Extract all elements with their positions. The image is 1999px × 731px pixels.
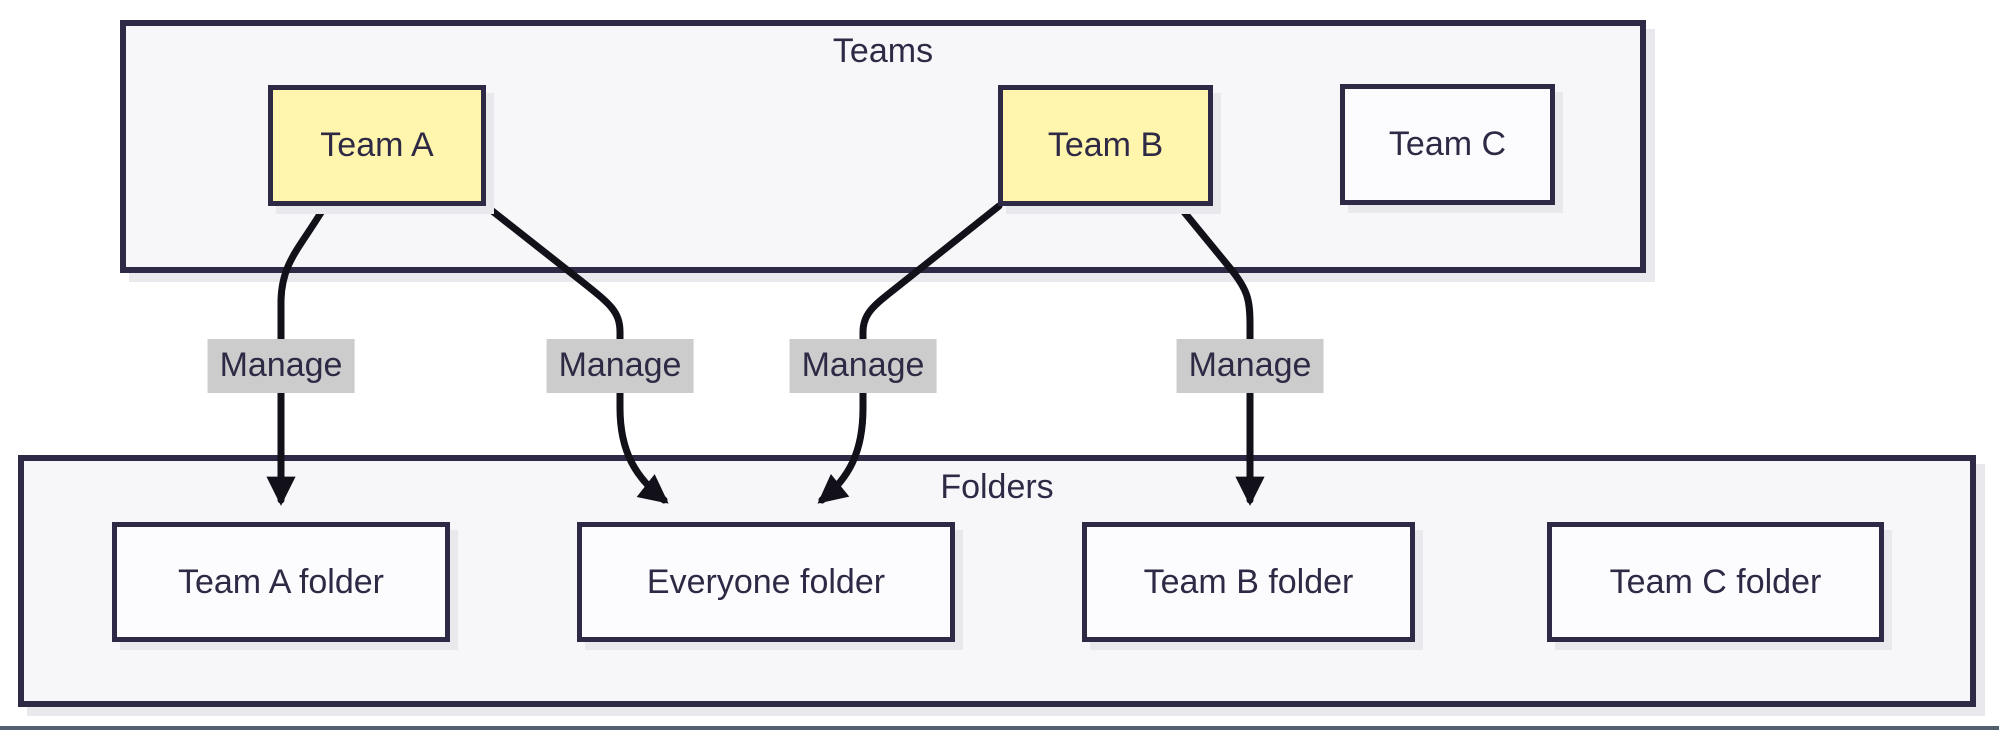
node-team-c: Team C — [1340, 84, 1555, 205]
bottom-divider-line — [0, 726, 1999, 730]
node-team-a-folder-label: Team A folder — [177, 562, 384, 601]
node-team-b-folder-label: Team B folder — [1143, 562, 1354, 601]
node-everyone-folder: Everyone folder — [577, 522, 955, 642]
node-team-c-label: Team C — [1388, 125, 1507, 163]
edge-label-manage-1: Manage — [207, 339, 355, 393]
folders-group-title: Folders — [940, 468, 1054, 506]
node-team-a: Team A — [268, 85, 486, 206]
edge-label-manage-3: Manage — [789, 339, 937, 393]
node-team-b: Team B — [998, 85, 1213, 206]
edge-label-manage-4: Manage — [1176, 339, 1324, 393]
teams-group-title: Teams — [832, 32, 934, 70]
node-team-c-folder-label: Team C folder — [1609, 562, 1822, 601]
node-team-b-label: Team B — [1047, 126, 1164, 164]
node-team-a-label: Team A — [320, 126, 434, 164]
node-team-c-folder: Team C folder — [1547, 522, 1884, 642]
node-team-a-folder: Team A folder — [112, 522, 450, 642]
node-everyone-folder-label: Everyone folder — [646, 562, 886, 601]
edge-label-manage-2: Manage — [546, 339, 694, 393]
node-team-b-folder: Team B folder — [1082, 522, 1415, 642]
